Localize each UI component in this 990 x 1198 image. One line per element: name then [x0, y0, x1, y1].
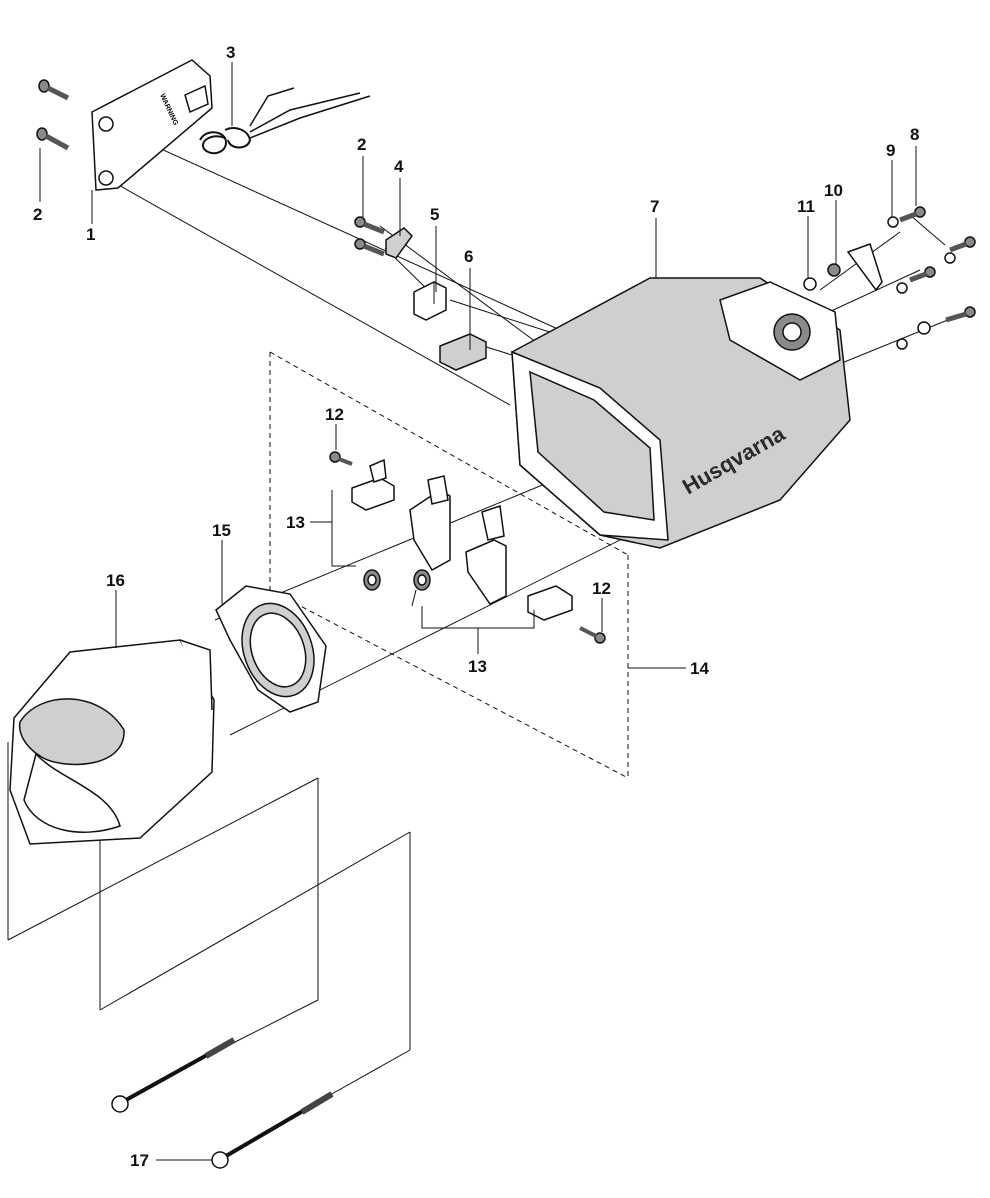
callout-14: 14: [690, 659, 709, 678]
carbon-brush-lower: [527, 585, 573, 621]
screw-8: [899, 206, 926, 223]
callout-5: 5: [430, 205, 439, 224]
stator: [9, 639, 215, 845]
callout-1: 1: [86, 225, 95, 244]
callout-13-upper: 13: [286, 513, 305, 532]
callout-15: 15: [212, 521, 231, 540]
callout-12-lower: 12: [592, 579, 611, 598]
cable-harness: [199, 87, 371, 155]
washer-9: [887, 216, 899, 228]
screw-switch-upper: [354, 216, 385, 235]
screw-12-lower: [579, 626, 606, 644]
callout-7: 7: [650, 197, 659, 216]
callout-16: 16: [106, 571, 125, 590]
callout-6: 6: [464, 247, 473, 266]
washer-11: [803, 277, 817, 291]
callout-13-lower: 13: [468, 657, 487, 676]
lock-nut-10: [827, 243, 883, 292]
right-screws: [896, 236, 976, 350]
switch-component: [413, 281, 447, 321]
callout-10: 10: [824, 181, 843, 200]
screw-left-upper: [38, 79, 70, 101]
capacitor: [439, 333, 487, 371]
callout-11: 11: [797, 197, 815, 216]
callout-3: 3: [226, 43, 235, 62]
callout-labels: 1 2 2 3 4 5 6 7 8 9 10 11 12 12 13 13 14…: [33, 43, 919, 1170]
callout-leaders: [39, 62, 917, 648]
callout-2-left: 2: [33, 205, 42, 224]
cable-clamp: [385, 227, 413, 259]
callout-2-switch: 2: [357, 135, 366, 154]
callout-bracket-13: [310, 490, 535, 654]
brush-holder-lower: [465, 505, 507, 605]
motor-housing: Husqvarna: [511, 277, 851, 549]
screw-12-upper: [329, 451, 353, 466]
brush-holder-group-outline: [269, 351, 686, 779]
callout-17: 17: [130, 1151, 149, 1170]
brush-ring: [215, 585, 327, 713]
long-bolt-upper: [111, 1037, 236, 1113]
long-bolt-lower: [211, 1091, 334, 1169]
screw-switch-lower: [354, 238, 385, 257]
callout-4: 4: [394, 157, 404, 176]
cover-plate: WARNING: [91, 59, 213, 191]
brush-spring-upper: [363, 569, 381, 591]
screw-left-lower: [36, 127, 70, 151]
assembly-lines: [7, 123, 961, 1096]
callout-8: 8: [910, 125, 919, 144]
brush-holder-upper: [409, 475, 451, 572]
brush-spring-lower: [411, 569, 431, 607]
callout-9: 9: [886, 141, 895, 160]
callout-12-upper: 12: [325, 405, 344, 424]
carbon-brush-upper: [351, 458, 395, 511]
